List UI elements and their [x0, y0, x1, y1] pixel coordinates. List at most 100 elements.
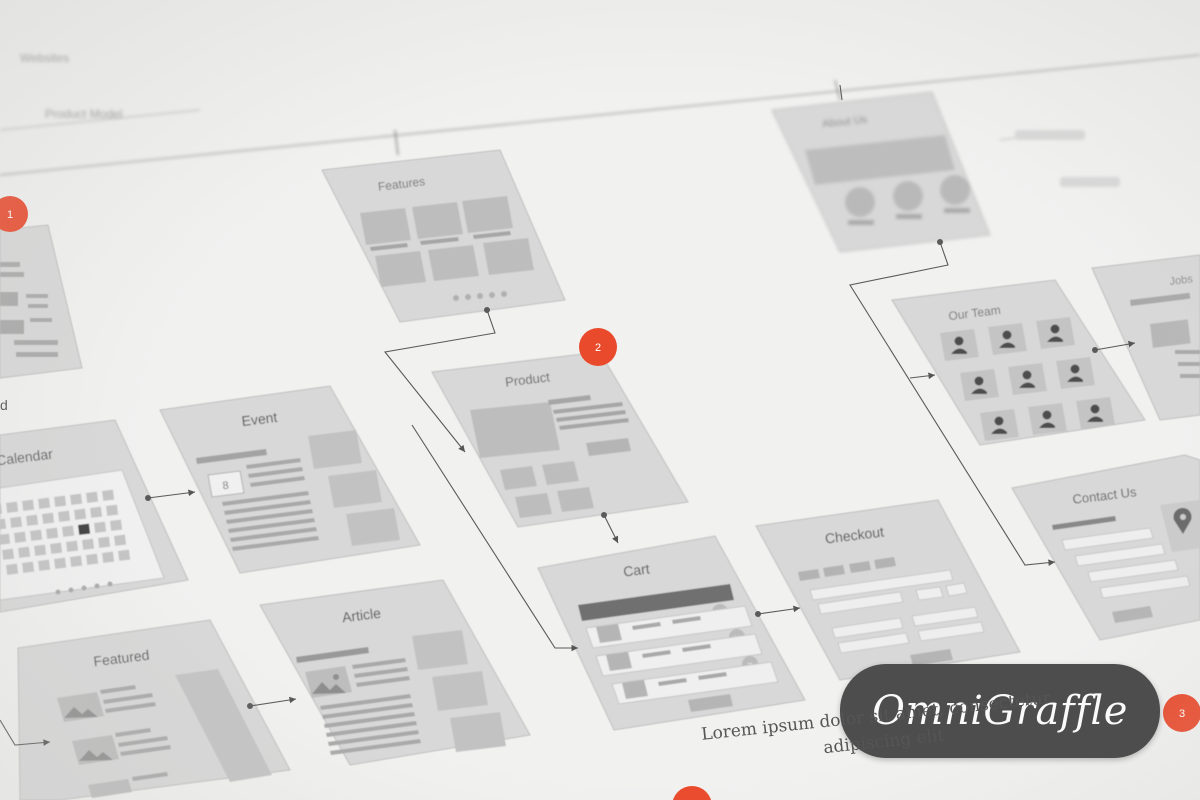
screen-title-event: Event [241, 409, 279, 429]
connectors [0, 84, 1136, 746]
person-icon [1070, 364, 1080, 374]
calendar-day[interactable] [74, 508, 87, 520]
calendar-day[interactable] [82, 538, 95, 550]
calendar-day[interactable] [65, 540, 79, 552]
person-icon [1067, 376, 1083, 382]
marker-3: 3 [1163, 694, 1200, 732]
top-label-websites: Websites [20, 51, 69, 65]
cart-header-bar [578, 584, 734, 621]
calendar-grid [0, 489, 131, 575]
person-icon [1039, 422, 1055, 428]
calendar-day[interactable] [0, 533, 11, 545]
calendar-day[interactable] [50, 542, 63, 554]
calendar-day[interactable] [86, 553, 99, 565]
person-icon [991, 428, 1007, 434]
screen-right-partial[interactable]: Jobs [1091, 254, 1200, 421]
calendar-day[interactable] [45, 527, 59, 539]
calendar-day[interactable] [37, 559, 51, 571]
calendar-day[interactable] [21, 561, 35, 573]
calendar-day[interactable] [114, 534, 127, 546]
person-icon [951, 348, 967, 354]
cart-checkout-button[interactable] [688, 694, 733, 712]
person-icon [1042, 410, 1052, 420]
calendar-day[interactable] [33, 544, 47, 556]
calendar-day[interactable] [25, 514, 39, 526]
screen-event[interactable]: Event 8 [159, 385, 421, 574]
calendar-day[interactable] [97, 536, 111, 548]
calendar-day[interactable] [5, 501, 19, 513]
calendar-day[interactable] [62, 525, 75, 537]
left-edge-text: d [0, 397, 8, 413]
screen-calendar[interactable]: Calendar [0, 419, 189, 613]
map-pin-icon [1173, 508, 1192, 534]
calendar-day[interactable] [18, 546, 31, 558]
event-date: 8 [222, 480, 230, 493]
badge-label: OmniGraffle [872, 688, 1128, 734]
calendar-day[interactable] [37, 497, 51, 509]
person-icon [1050, 324, 1060, 334]
person-icon [1087, 416, 1103, 422]
screen-featured[interactable]: Featured [17, 619, 291, 800]
calendar-day[interactable] [14, 531, 27, 543]
calendar-day[interactable] [70, 555, 83, 567]
screen-checkout[interactable]: Checkout [755, 499, 1021, 681]
person-icon [1019, 382, 1035, 388]
calendar-day[interactable] [102, 551, 115, 563]
screen-title-features: Features [377, 174, 426, 194]
person-icon [1022, 370, 1032, 380]
svg-text:2: 2 [595, 342, 601, 354]
screen-our-team[interactable]: Our Team [891, 279, 1146, 446]
screen-left-partial[interactable] [0, 224, 83, 379]
calendar-day[interactable] [29, 529, 43, 541]
calendar-day[interactable] [2, 548, 15, 560]
screen-cart[interactable]: Cart × × × [537, 535, 806, 731]
person-icon [1090, 404, 1100, 414]
header-lines: Websites Product Model [0, 51, 1200, 187]
calendar-day[interactable] [106, 504, 119, 516]
screen-features[interactable]: Features [321, 149, 566, 323]
screen-title-article: Article [341, 605, 382, 626]
omnigraffle-badge: OmniGraffle [840, 664, 1160, 758]
calendar-day[interactable] [21, 499, 35, 511]
calendar-day[interactable] [42, 512, 55, 524]
calendar-day[interactable] [94, 521, 107, 533]
screen-article[interactable]: Article [259, 579, 531, 766]
marker-partial [672, 786, 712, 800]
screen-contact[interactable]: Contact Us [1011, 454, 1200, 641]
svg-text:3: 3 [1179, 708, 1185, 720]
calendar-day[interactable] [86, 491, 99, 503]
screen-title-checkout: Checkout [824, 523, 885, 546]
calendar-day[interactable] [53, 495, 67, 507]
svg-text:1: 1 [7, 209, 13, 221]
screen-title-calendar: Calendar [0, 446, 54, 469]
calendar-day-selected[interactable] [78, 523, 91, 535]
calendar-day[interactable] [0, 518, 7, 530]
calendar-day[interactable] [69, 493, 83, 505]
calendar-day[interactable] [101, 489, 115, 501]
screen-title-featured: Featured [93, 647, 151, 670]
screen-title-cart: Cart [622, 560, 650, 579]
screen-title-product: Product [504, 369, 551, 389]
person-icon [971, 388, 987, 394]
top-label-product-model: Product Model [45, 107, 122, 121]
screen-title-right-partial: Jobs [1169, 273, 1194, 288]
person-icon [1047, 336, 1063, 342]
screen-product[interactable]: Product [431, 351, 689, 528]
calendar-day[interactable] [53, 557, 67, 569]
calendar-day[interactable] [90, 506, 103, 518]
person-icon [999, 342, 1015, 348]
screen-about[interactable]: About Us [771, 91, 991, 253]
calendar-day[interactable] [10, 516, 23, 528]
calendar-day[interactable] [118, 549, 131, 561]
person-icon [1002, 330, 1012, 340]
calendar-day[interactable] [58, 510, 71, 522]
person-icon [994, 416, 1004, 426]
marker-1: 1 [0, 196, 28, 232]
calendar-day[interactable] [5, 563, 19, 575]
person-icon [974, 376, 984, 386]
calendar-day[interactable] [109, 519, 123, 531]
screen-title-about: About Us [822, 114, 869, 131]
person-icon [954, 336, 964, 346]
screen-title-our-team: Our Team [948, 303, 1002, 323]
